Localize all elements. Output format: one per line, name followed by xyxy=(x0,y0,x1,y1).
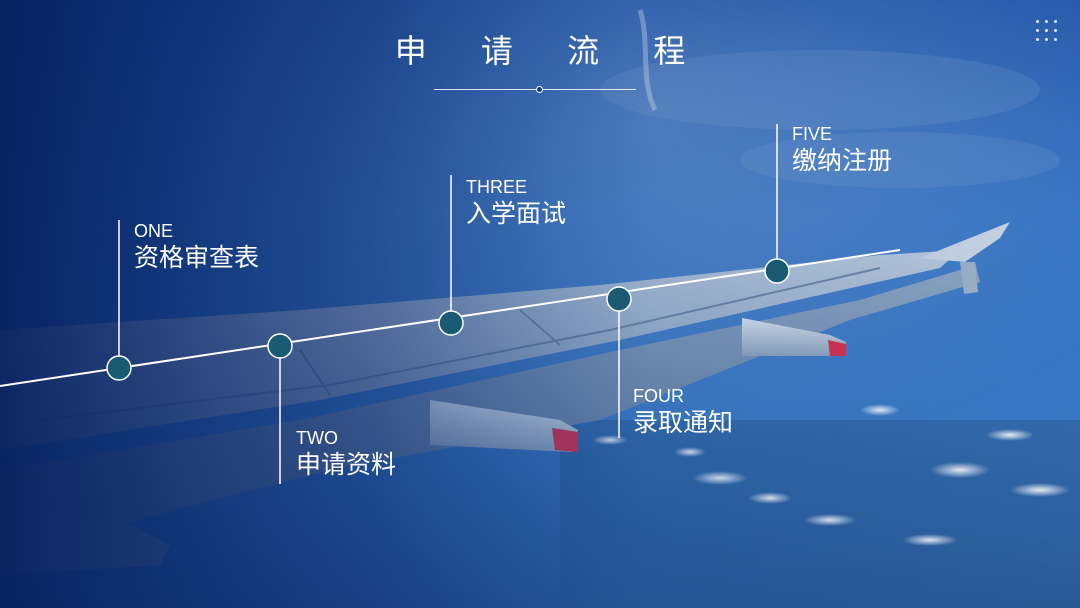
step-two-node xyxy=(267,333,293,359)
step-two-number: TWO xyxy=(296,428,338,448)
step-one: ONE 资格审查表 xyxy=(134,220,259,274)
step-three-node xyxy=(438,310,464,336)
step-four: FOUR 录取通知 xyxy=(633,385,733,439)
step-two-label: 申请资料 xyxy=(296,450,397,479)
step-five-node xyxy=(764,258,790,284)
title-divider-dot xyxy=(536,86,543,93)
step-five-number: FIVE xyxy=(792,124,833,144)
step-one-number: ONE xyxy=(134,221,174,241)
step-three-label: 入学面试 xyxy=(466,199,567,228)
step-four-node xyxy=(606,286,632,312)
title-divider xyxy=(434,89,636,90)
step-three-number: THREE xyxy=(466,177,528,197)
step-three: THREE 入学面试 xyxy=(466,176,566,230)
step-two: TWO 申请资料 xyxy=(296,427,396,481)
step-four-label: 录取通知 xyxy=(633,408,734,437)
step-one-label: 资格审查表 xyxy=(134,243,260,272)
grid-dots-icon[interactable] xyxy=(1036,20,1058,42)
page-title: 申 请 流 程 xyxy=(394,32,708,70)
step-four-number: FOUR xyxy=(633,386,684,406)
step-five-label: 缴纳注册 xyxy=(792,146,893,175)
step-five: FIVE 缴纳注册 xyxy=(792,123,892,177)
step-one-node xyxy=(106,355,132,381)
